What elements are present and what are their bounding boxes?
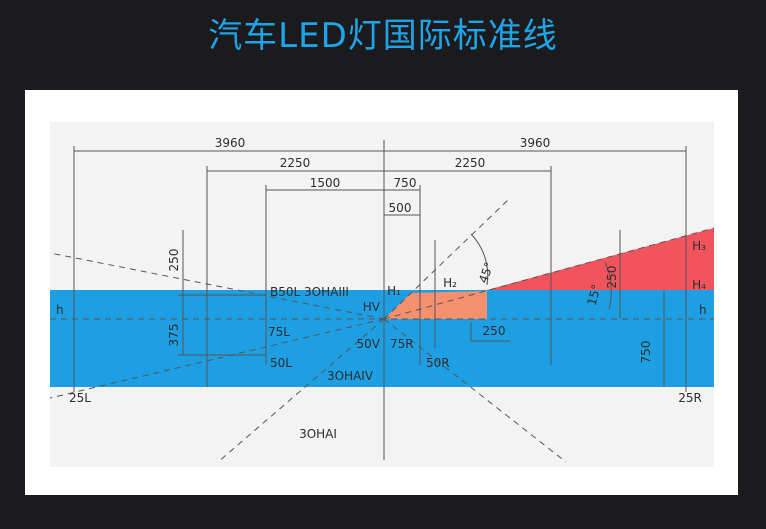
label-h-left: h bbox=[56, 303, 64, 317]
page-title: 汽车LED灯国际标准线 bbox=[208, 16, 558, 56]
dim-label-inner-left: 1500 bbox=[310, 176, 341, 190]
label-b50l: B50L 3OHAIII bbox=[270, 285, 349, 299]
label-hv: HV bbox=[363, 300, 381, 314]
label-h4: H₄ bbox=[692, 278, 706, 292]
label-zone-4: 3OHAIV bbox=[327, 369, 374, 383]
dim-label-mid-left: 2250 bbox=[280, 156, 311, 170]
label-h1: H₁ bbox=[387, 284, 401, 298]
small-250-leader bbox=[470, 322, 510, 342]
dim-label-top-right: 3960 bbox=[520, 136, 551, 150]
dim-label-right-lower: 750 bbox=[639, 341, 653, 364]
dashed-ray-low-left bbox=[217, 318, 385, 463]
label-h3: H₃ bbox=[692, 239, 706, 253]
label-50r: 50R bbox=[426, 356, 450, 370]
dim-label-small-right: 250 bbox=[483, 324, 506, 338]
angle-arc-45 bbox=[470, 233, 489, 286]
dashed-ray-lower-left bbox=[49, 318, 385, 399]
dim-label-left-vertical: 250 bbox=[167, 249, 181, 272]
label-h2: H₂ bbox=[443, 276, 457, 290]
dashed-ray-shallow-right bbox=[383, 227, 715, 320]
label-25r: 25R bbox=[678, 391, 702, 405]
angle-label-45: 45° bbox=[476, 260, 496, 285]
label-75l: 75L bbox=[268, 325, 290, 339]
label-25l: 25L bbox=[69, 391, 91, 405]
dim-label-center: 500 bbox=[389, 201, 412, 215]
dim-label-mid-right: 2250 bbox=[455, 156, 486, 170]
angle-arc-15 bbox=[604, 261, 612, 310]
dim-label-top-left: 3960 bbox=[215, 136, 246, 150]
dashed-ray-upper-right bbox=[383, 199, 509, 320]
dim-label-left-lower: 375 bbox=[167, 324, 181, 347]
angle-label-15: 15° bbox=[585, 283, 604, 307]
label-50v: 50V bbox=[357, 337, 381, 351]
dashed-ray-low-right bbox=[383, 318, 567, 463]
label-h-right: h bbox=[699, 303, 707, 317]
blue-zone bbox=[50, 290, 714, 387]
label-zone-1: 3OHAI bbox=[299, 427, 337, 441]
label-50l: 50L bbox=[270, 356, 292, 370]
dim-label-inner-right: 750 bbox=[394, 176, 417, 190]
dashed-ray-upper-left bbox=[49, 252, 385, 320]
label-75r: 75R bbox=[390, 337, 414, 351]
dim-label-right-vertical: 250 bbox=[605, 266, 619, 289]
